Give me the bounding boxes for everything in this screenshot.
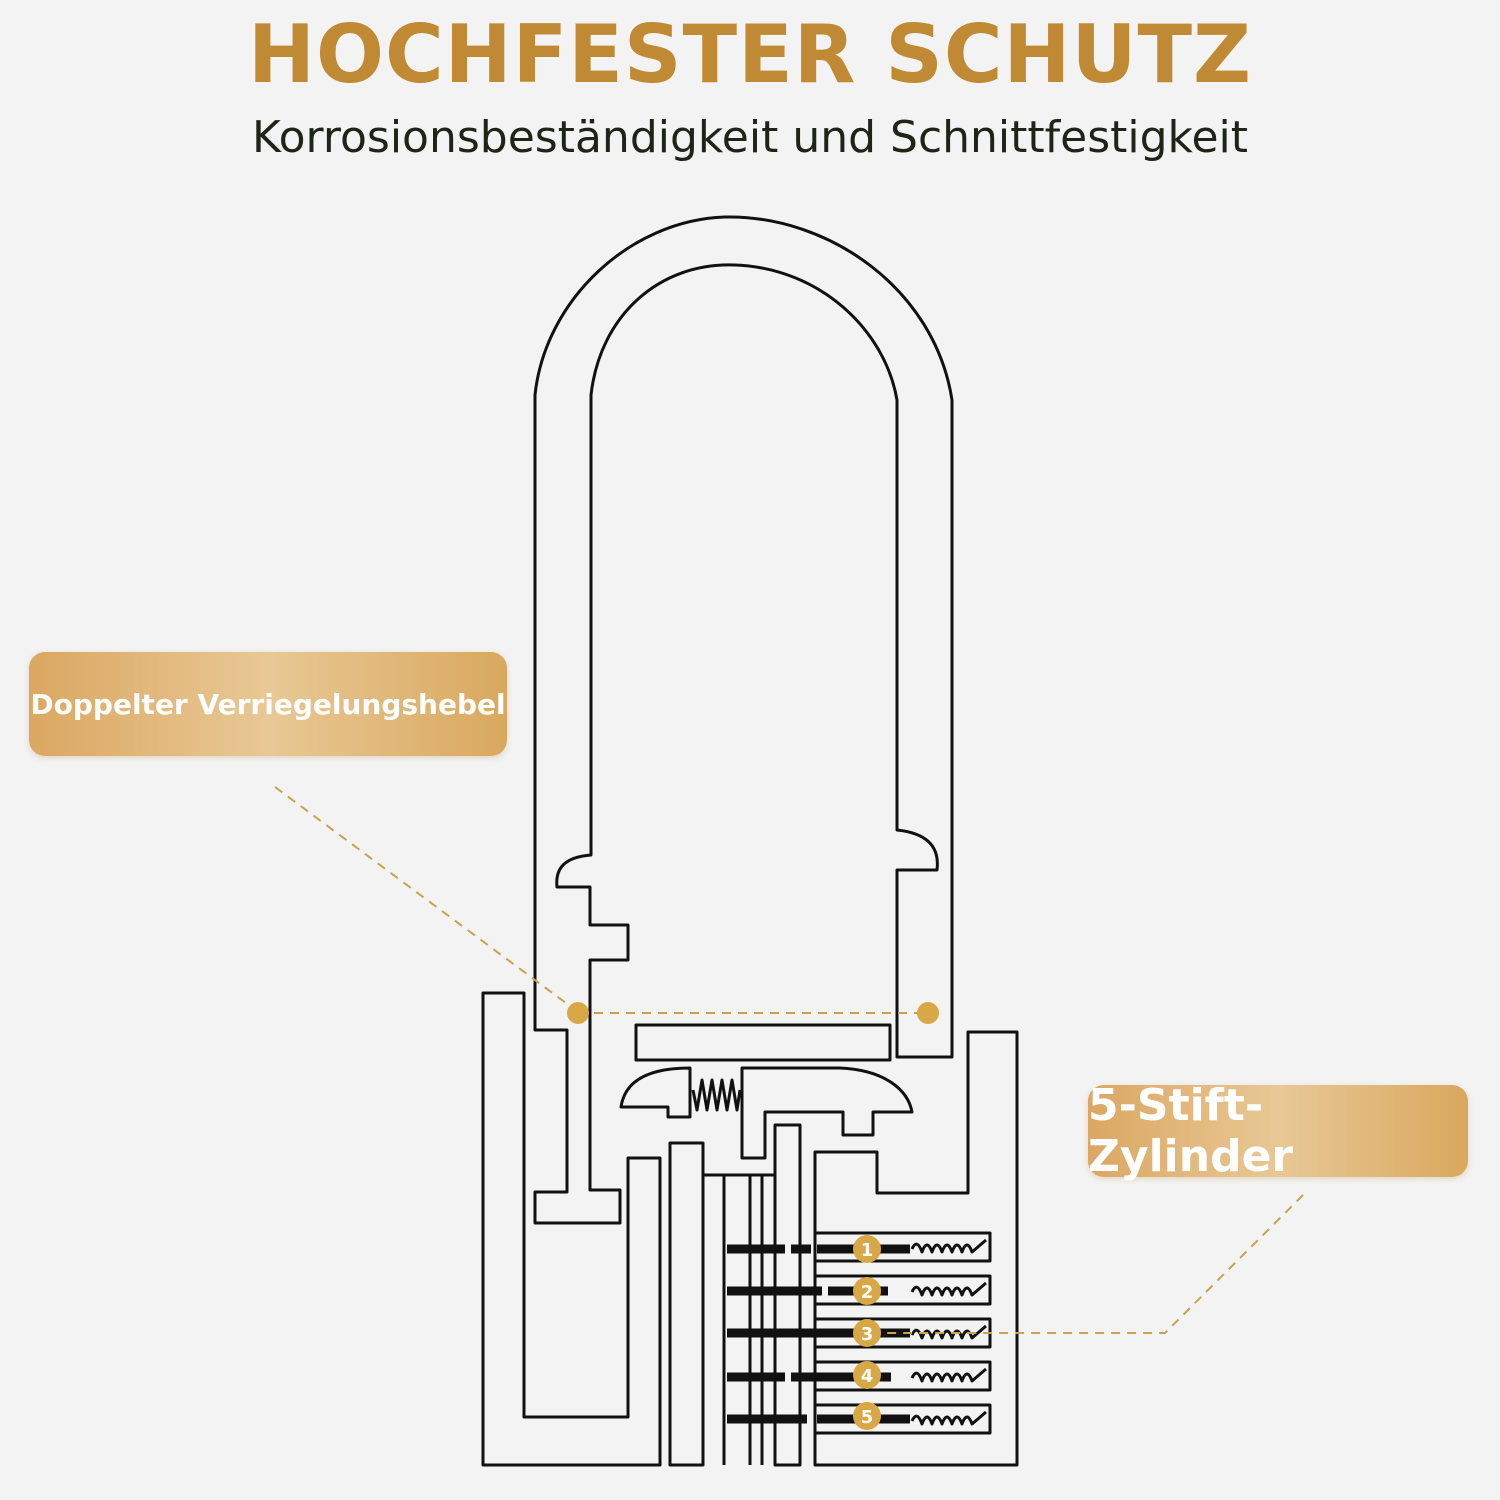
pin-spring-5 (910, 1410, 987, 1426)
cylinder-left-bar (668, 1141, 705, 1467)
lever-spring (691, 1078, 742, 1112)
pin-badge-3: 3 (853, 1319, 881, 1347)
callout-pin-cylinder: 5-Stift-Zylinder (1088, 1080, 1468, 1182)
locking-bar (634, 1023, 892, 1062)
leader-pin-cylinder (870, 1194, 1304, 1334)
pin-number: 3 (861, 1324, 874, 1345)
pin-badge-2: 2 (853, 1277, 881, 1305)
lock-body-right (813, 1030, 1019, 1467)
pin-spring-4 (910, 1367, 987, 1383)
pin-badge-5: 5 (853, 1402, 881, 1430)
shackle (533, 215, 954, 1225)
pin-badge-4: 4 (853, 1361, 881, 1389)
lock-body-left (481, 991, 662, 1467)
callout-locking-lever: Doppelter Verriegelungshebel (29, 652, 507, 756)
pin-number: 5 (861, 1407, 874, 1428)
lever-left (619, 1066, 692, 1119)
pin-number: 4 (861, 1366, 874, 1387)
pin-spring-3 (910, 1324, 987, 1340)
pin-number: 2 (861, 1282, 874, 1303)
pin-chamber-1 (813, 1231, 992, 1263)
pin-spring-2 (910, 1281, 987, 1297)
pin-number: 1 (861, 1240, 874, 1261)
pin-spring-1 (910, 1238, 987, 1254)
marker-dot-left (567, 1002, 589, 1024)
leader-locking-lever (274, 786, 579, 1013)
pin-badge-1: 1 (853, 1235, 881, 1263)
marker-dot-right (917, 1002, 939, 1024)
lever-right (740, 1066, 914, 1160)
pin-chamber-5 (813, 1403, 992, 1435)
page-subtitle: Korrosionsbeständigkeit und Schnittfesti… (251, 112, 1249, 163)
page-title: HOCHFESTER SCHUTZ (247, 8, 1253, 101)
